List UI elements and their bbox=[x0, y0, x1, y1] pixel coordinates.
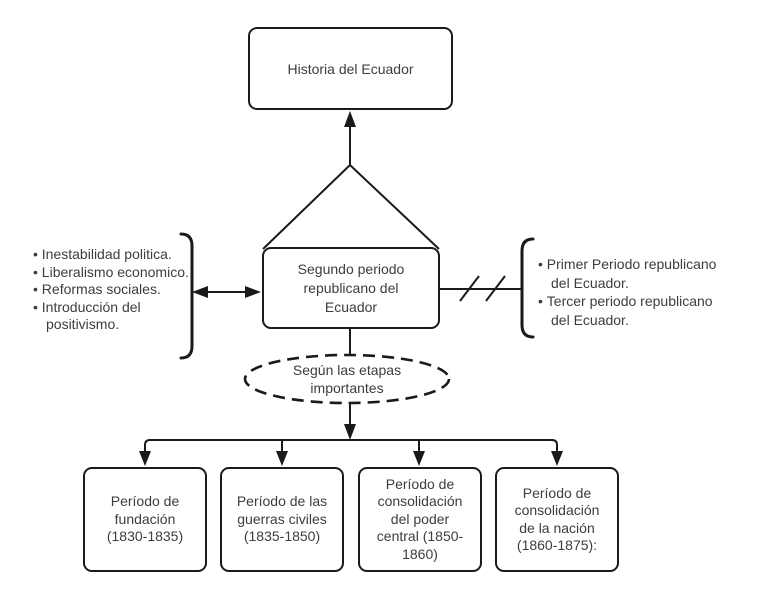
node-label: Período de consolidación del poder centr… bbox=[376, 475, 464, 562]
node-label: Historia del Ecuador bbox=[287, 60, 414, 77]
arrow-down-head-branch-2 bbox=[276, 451, 288, 466]
node-label: Según las etapas importantes bbox=[292, 361, 402, 396]
list-item: Introducción del positivismo. bbox=[33, 299, 191, 334]
node-historia-del-ecuador: Historia del Ecuador bbox=[248, 27, 453, 110]
right-related-periods-list: Primer Periodo republicano del Ecuador. … bbox=[538, 255, 734, 329]
arrow-up-head bbox=[344, 111, 356, 127]
node-label: Período de fundación (1830-1835) bbox=[106, 493, 184, 545]
node-label: Período de las guerras civiles (1835-185… bbox=[236, 493, 328, 545]
node-label: Período de consolidación de la nación (1… bbox=[514, 484, 600, 554]
list-item: Reformas sociales. bbox=[33, 281, 191, 299]
left-characteristics-list: Inestabilidad politica. Liberalismo econ… bbox=[33, 246, 191, 334]
arrow-down-head-branch-3 bbox=[413, 451, 425, 466]
node-periodo-poder-central: Período de consolidación del poder centr… bbox=[358, 467, 482, 572]
distribution-line bbox=[144, 439, 558, 455]
left-list-bracket bbox=[179, 232, 194, 360]
node-label: Segundo periodo republicano del Ecuador bbox=[297, 260, 405, 315]
list-item: Inestabilidad politica. bbox=[33, 246, 191, 264]
arrow-down-head-center bbox=[344, 424, 356, 440]
slash-mark-2 bbox=[485, 275, 506, 302]
list-item: Tercer periodo republicano del Ecuador. bbox=[538, 292, 734, 329]
node-segun-las-etapas: Según las etapas importantes bbox=[262, 357, 432, 400]
list-item: Liberalismo economico. bbox=[33, 264, 191, 282]
roof-triangle bbox=[262, 163, 440, 250]
double-arrow-left-head bbox=[192, 286, 208, 298]
double-arrow-right-head bbox=[245, 286, 261, 298]
node-periodo-guerras-civiles: Período de las guerras civiles (1835-185… bbox=[220, 467, 344, 572]
right-list-bracket bbox=[520, 237, 535, 339]
node-periodo-fundacion: Período de fundación (1830-1835) bbox=[83, 467, 207, 572]
slash-mark-1 bbox=[459, 275, 480, 302]
arrow-down-head-branch-1 bbox=[139, 451, 151, 466]
node-periodo-nacion: Período de consolidación de la nación (1… bbox=[495, 467, 619, 572]
arrow-down-head-branch-4 bbox=[551, 451, 563, 466]
list-item: Primer Periodo republicano del Ecuador. bbox=[538, 255, 734, 292]
dashed-ellipse-border bbox=[243, 353, 451, 405]
node-segundo-periodo: Segundo periodo republicano del Ecuador bbox=[262, 247, 440, 329]
